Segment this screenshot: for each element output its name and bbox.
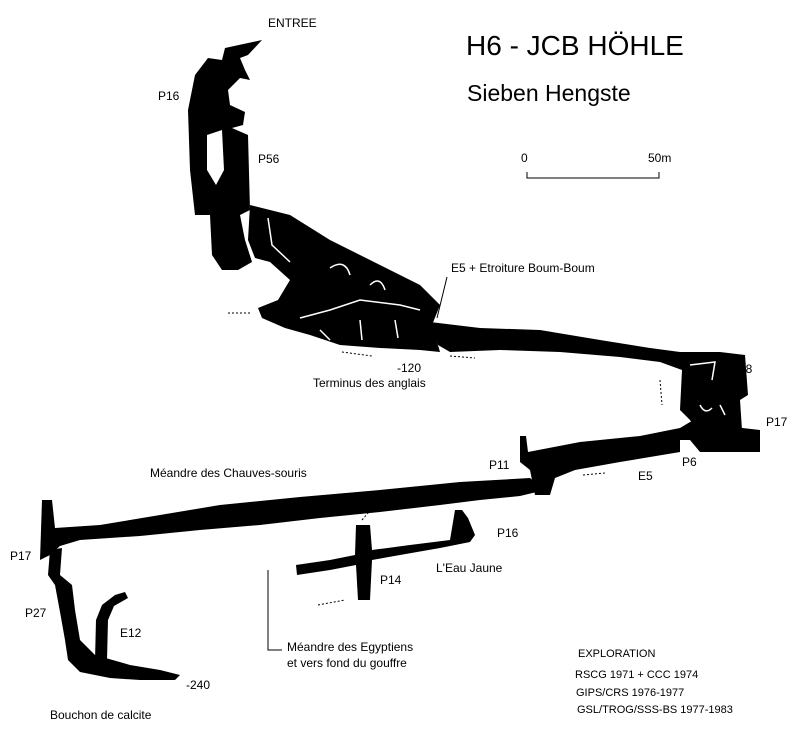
map-title: H6 - JCB HÖHLE [466, 30, 684, 61]
lower-shaft-p27 [48, 548, 180, 680]
label-p27: P27 [25, 606, 47, 620]
label-p16-lower: P16 [497, 526, 519, 540]
scale-start: 0 [521, 151, 528, 165]
exploration-line: GIPS/CRS 1976-1977 [576, 687, 685, 699]
label-p56: P56 [258, 152, 280, 166]
label-depth-240: -240 [186, 678, 211, 692]
label-p11: P11 [489, 458, 510, 472]
label-egyptiens-2: et vers fond du gouffre [287, 656, 407, 670]
e12-branch [95, 592, 128, 660]
entrance-shaft [188, 40, 262, 270]
label-terminus: Terminus des anglais [313, 376, 426, 390]
label-p14: P14 [380, 573, 402, 587]
flow-arrows [228, 312, 663, 606]
exploration-line: RSCG 1971 + CCC 1974 [575, 669, 699, 681]
label-e5: E5 [638, 469, 653, 483]
label-e5-boum: E5 + Etroiture Boum-Boum [451, 261, 595, 275]
label-p17-right: P17 [766, 415, 788, 429]
p11-passage [520, 422, 760, 495]
leader-line-egyptiens [267, 570, 282, 651]
label-p16-top: P16 [158, 89, 180, 103]
passage-to-p18 [430, 322, 748, 440]
exploration-line: GSL/TROG/SSS-BS 1977-1983 [577, 704, 733, 716]
scale-bar [526, 172, 660, 179]
leader-line-e5 [436, 276, 448, 319]
label-eau-jaune: L'Eau Jaune [436, 561, 503, 575]
label-depth-120: -120 [397, 361, 422, 375]
label-p18: P18 [731, 362, 753, 376]
upper-gallery [248, 205, 440, 352]
scale-end: 50m [648, 151, 672, 165]
label-p17-left: P17 [10, 549, 32, 563]
label-p6: P6 [682, 455, 697, 469]
label-e12: E12 [120, 626, 142, 640]
meandre-chauves-souris [40, 478, 545, 560]
map-subtitle: Sieben Hengste [467, 80, 631, 106]
label-entree: ENTREE [268, 16, 317, 30]
label-meandre-chauves: Méandre des Chauves-souris [150, 466, 307, 480]
label-bouchon: Bouchon de calcite [50, 708, 152, 722]
exploration-heading: EXPLORATION [578, 648, 656, 660]
label-egyptiens-1: Méandre des Egyptiens [287, 640, 414, 654]
lower-branch [296, 510, 475, 600]
